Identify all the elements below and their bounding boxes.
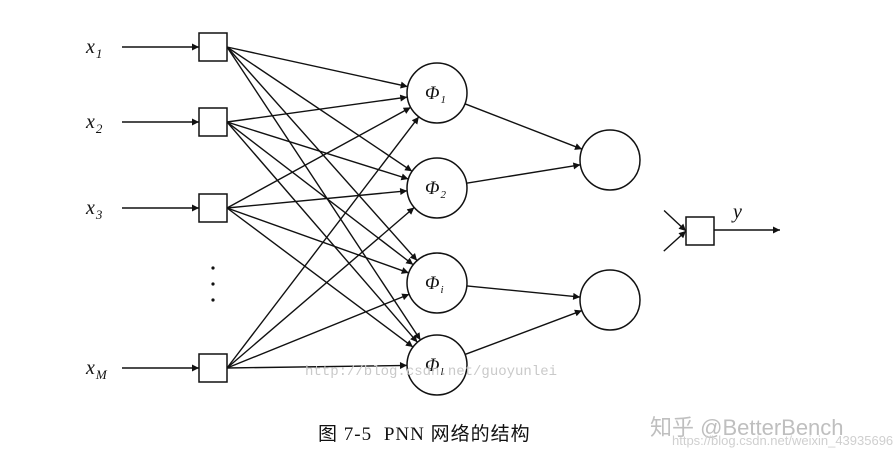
pattern-node-label-subscript: i [440,284,443,296]
pattern-to-summation-edge [464,309,583,356]
summation-to-output-edge [663,210,687,232]
caption-text: PNN 网络的结构 [383,424,531,445]
input-label: x3 [85,197,103,222]
pattern-node-label: Φl [425,355,444,378]
input-to-pattern-edge [226,46,422,341]
ellipsis-dot [211,282,215,286]
figure-caption: 图 7-5 PNN 网络的结构 [318,419,537,446]
pattern-node [406,334,468,396]
input-label-subscript: 3 [95,207,103,222]
input-to-pattern-edge [226,121,414,266]
input-to-pattern-edge [226,206,415,369]
pattern-node-label-subscript: 2 [440,189,446,201]
input-label-subscript: M [95,367,108,382]
summation-node [579,129,641,191]
summation-to-output-edge [663,230,687,252]
input-to-pattern-edge [226,94,408,123]
input-to-pattern-edge [226,46,418,262]
input-to-pattern-edge [226,106,412,209]
input-node [198,32,228,62]
summation-node [579,269,641,331]
input-to-pattern-edge [226,207,409,274]
connections [122,43,780,372]
input-label-subscript: 1 [96,46,103,61]
input-node [198,193,228,223]
input-to-pattern-edge [226,293,410,369]
output-node [685,216,715,246]
nodes [198,32,715,396]
input-node [198,353,228,383]
pattern-node-label: Φi [425,273,444,296]
watermark-csdn-url: https://blog.csdn.net/weixin_43935696 [672,433,893,448]
ellipsis-dot [211,266,215,270]
pattern-node-label-subscript: l [440,366,443,378]
pattern-node-label-subscript: 1 [440,94,446,106]
watermark-blog-url: http://blog.csdn.net/guoyunlei [305,364,558,380]
input-label-subscript: 2 [96,121,103,136]
ellipsis-dot [211,298,215,302]
input-to-pattern-edge [226,121,418,343]
pattern-node [406,252,468,314]
pattern-node [406,157,468,219]
output-label: y [731,201,742,223]
pattern-to-summation-edge [464,103,583,150]
input-label: x2 [85,111,103,136]
watermark-zhihu: 知乎 @BetterBench [650,415,844,440]
pattern-node [406,62,468,124]
input-to-pattern-edge [226,116,420,369]
input-to-pattern-edge [226,46,408,89]
pattern-to-summation-edge [466,162,581,184]
input-node [198,107,228,137]
input-to-pattern-edge [226,362,408,370]
input-to-pattern-edge [226,188,408,209]
input-to-pattern-edge [226,207,414,348]
input-label: xM [85,357,108,382]
caption-figure-number: 图 7-5 [318,424,373,445]
input-label: x1 [85,36,102,61]
pattern-to-summation-edge [466,285,581,300]
